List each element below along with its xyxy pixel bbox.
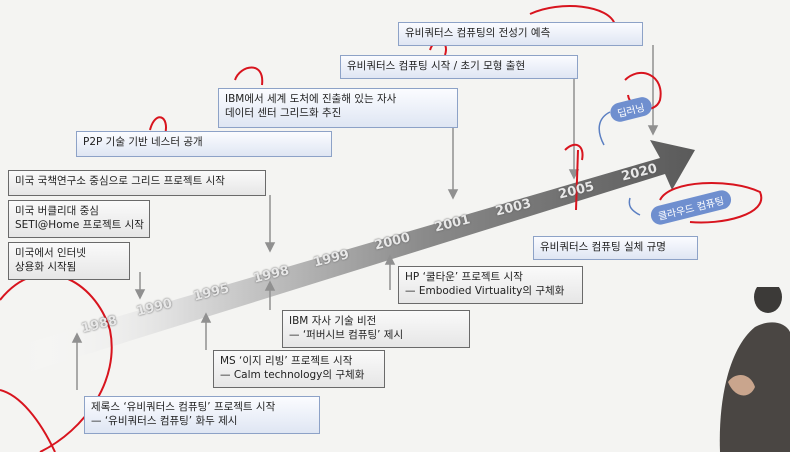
event-text: — Embodied Virtuality의 구체화 bbox=[405, 285, 565, 297]
event-box: IBM에서 세계 도처에 진출해 있는 자사 데이터 센터 그리드화 추진 bbox=[218, 88, 458, 128]
event-text: — Calm technology의 구체화 bbox=[220, 369, 365, 381]
event-text: 유비쿼터스 컴퓨팅 실체 규명 bbox=[540, 241, 666, 253]
event-text: 상용화 시작됨 bbox=[15, 261, 77, 273]
event-text: 미국 버클리대 중심 bbox=[15, 205, 99, 217]
event-text: — ‘퍼버시브 컴퓨팅’ 제시 bbox=[289, 329, 404, 341]
arrow-shape bbox=[20, 140, 695, 372]
event-box: 유비쿼터스 컴퓨팅의 전성기 예측 bbox=[398, 22, 643, 46]
event-box: 유비쿼터스 컴퓨팅 시작 / 초기 모형 출현 bbox=[340, 55, 578, 79]
event-box: 미국 버클리대 중심 SETI@Home 프로젝트 시작 bbox=[8, 200, 150, 238]
tag-arrows bbox=[598, 111, 641, 216]
event-text: SETI@Home 프로젝트 시작 bbox=[15, 219, 144, 231]
event-box: 제록스 ‘유비쿼터스 컴퓨팅’ 프로젝트 시작 — ‘유비쿼터스 컴퓨팅’ 화두… bbox=[84, 396, 320, 434]
event-text: — ‘유비쿼터스 컴퓨팅’ 화두 제시 bbox=[91, 415, 238, 427]
event-box: 유비쿼터스 컴퓨팅 실체 규명 bbox=[533, 236, 698, 260]
event-text: IBM에서 세계 도처에 진출해 있는 자사 bbox=[225, 93, 397, 105]
event-text: IBM 자사 기술 비전 bbox=[289, 315, 377, 327]
event-box: 미국에서 인터넷 상용화 시작됨 bbox=[8, 242, 130, 280]
event-box: MS ‘이지 리빙’ 프로젝트 시작 — Calm technology의 구체… bbox=[213, 350, 385, 388]
presenter-image bbox=[719, 287, 790, 452]
event-text: 유비쿼터스 컴퓨팅 시작 / 초기 모형 출현 bbox=[347, 60, 526, 72]
event-text: P2P 기술 기반 네스터 공개 bbox=[83, 136, 203, 148]
event-text: 미국에서 인터넷 bbox=[15, 247, 86, 259]
event-box: IBM 자사 기술 비전 — ‘퍼버시브 컴퓨팅’ 제시 bbox=[282, 310, 470, 348]
event-text: 미국 국책연구소 중심으로 그리드 프로젝트 시작 bbox=[15, 175, 225, 187]
event-text: 데이터 센터 그리드화 추진 bbox=[225, 107, 342, 119]
connector-lines bbox=[71, 45, 659, 390]
event-text: 제록스 ‘유비쿼터스 컴퓨팅’ 프로젝트 시작 bbox=[91, 401, 276, 413]
event-box: HP ‘쿨타운’ 프로젝트 시작 — Embodied Virtuality의 … bbox=[398, 266, 583, 304]
event-text: MS ‘이지 리빙’ 프로젝트 시작 bbox=[220, 355, 353, 367]
event-text: 유비쿼터스 컴퓨팅의 전성기 예측 bbox=[405, 27, 551, 39]
event-box: P2P 기술 기반 네스터 공개 bbox=[76, 131, 332, 157]
event-text: HP ‘쿨타운’ 프로젝트 시작 bbox=[405, 271, 523, 283]
event-box: 미국 국책연구소 중심으로 그리드 프로젝트 시작 bbox=[8, 170, 266, 196]
